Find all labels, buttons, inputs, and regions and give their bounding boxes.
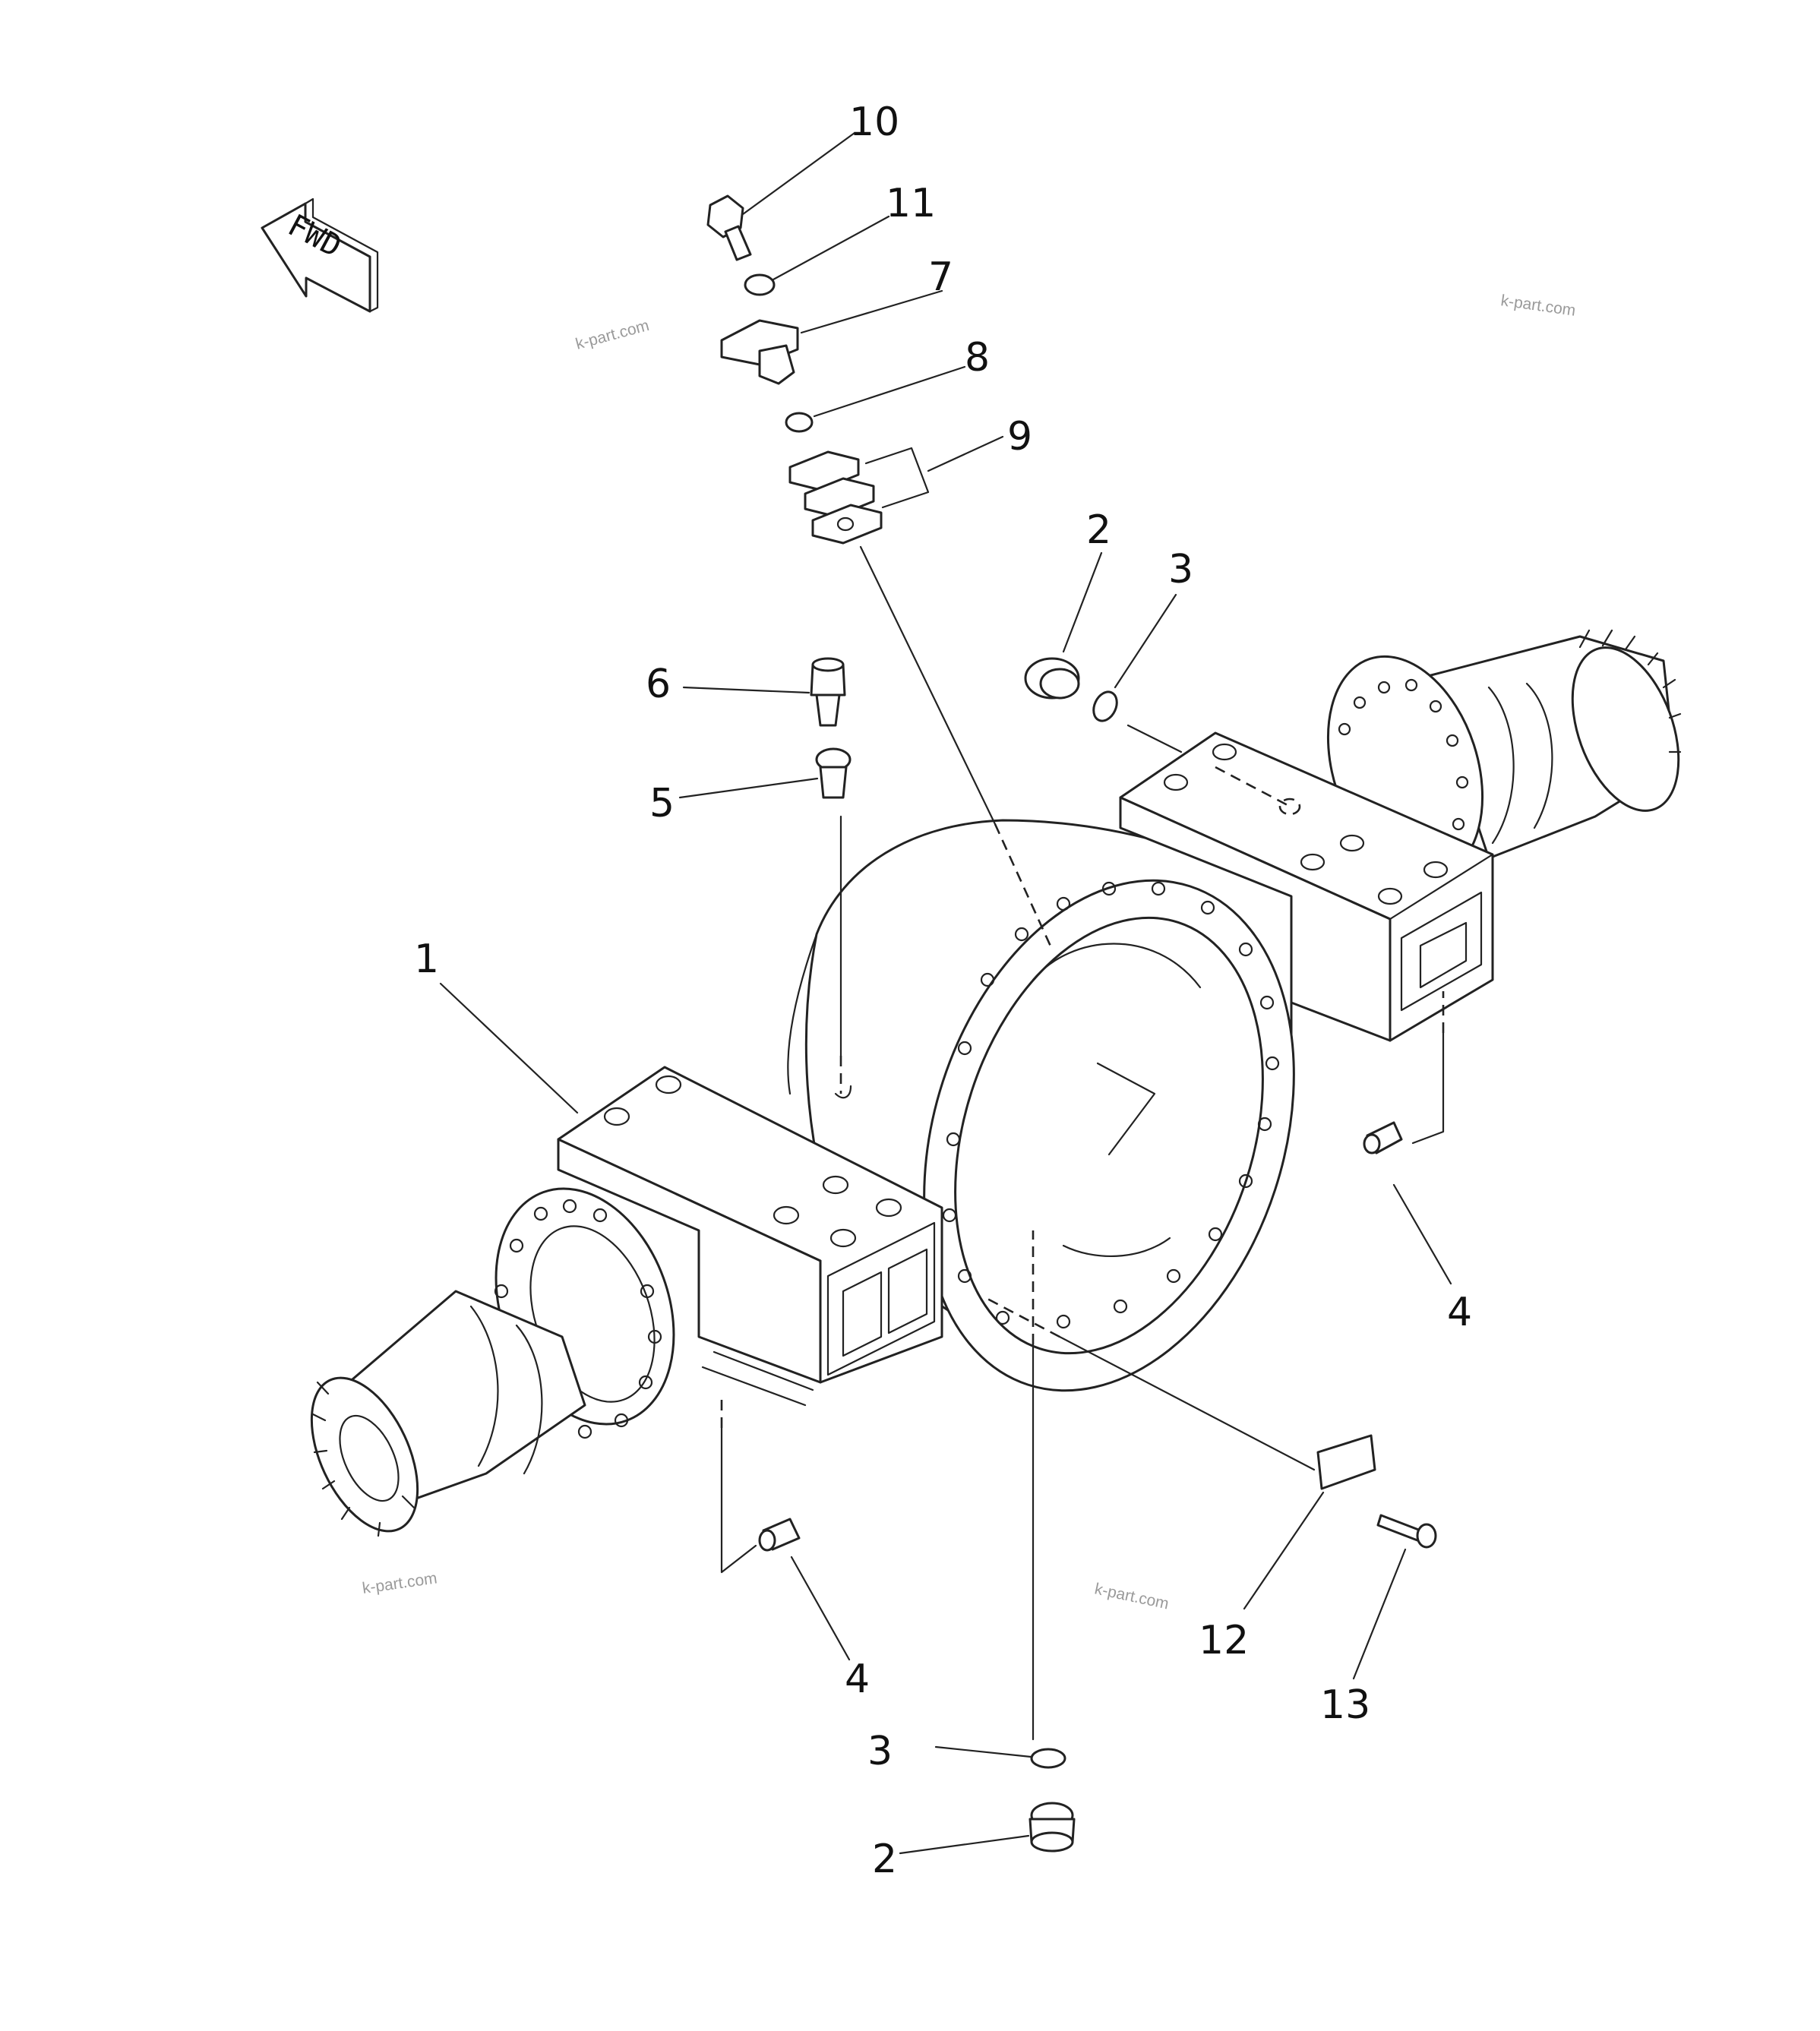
callout-3-top: 3: [1168, 547, 1193, 592]
watermark: k-part.com: [573, 317, 651, 353]
callout-13: 13: [1320, 1682, 1370, 1728]
callout-8: 8: [965, 335, 990, 381]
assembly-guide-lines: [720, 545, 1445, 1741]
callout-6: 6: [646, 662, 671, 707]
breather-elbow-part: [720, 319, 799, 385]
callout-7: 7: [928, 254, 953, 300]
washer-part: [744, 273, 776, 296]
plate-part: [1316, 1434, 1376, 1490]
rivet-part: [1376, 1514, 1437, 1549]
watermark: k-part.com: [361, 1569, 438, 1597]
callout-2-bottom: 2: [872, 1837, 897, 1882]
callout-1: 1: [414, 937, 439, 982]
plug-part: [1028, 1802, 1076, 1853]
callout-3-bottom: 3: [867, 1729, 893, 1774]
plug-part: [1024, 657, 1080, 700]
bolt-part: [706, 194, 752, 261]
shim-group-bracket: [864, 447, 930, 509]
callout-11: 11: [886, 181, 936, 226]
leader-lines: [439, 131, 1452, 1855]
o-ring-part: [1092, 690, 1118, 722]
o-ring-part: [785, 412, 814, 433]
callout-4-left: 4: [845, 1657, 870, 1702]
adapter-part: [815, 747, 852, 799]
callout-5: 5: [649, 781, 675, 826]
shim-set-part: [788, 450, 883, 545]
diff-flange-bolt-holes: [942, 881, 1280, 1329]
fwd-label: FWD: [282, 208, 346, 265]
callout-10: 10: [849, 99, 899, 145]
o-ring-part: [1030, 1748, 1066, 1769]
flange-bolt-holes: [494, 1199, 662, 1439]
spring-seat-holes: [1163, 743, 1449, 905]
callout-9: 9: [1007, 414, 1032, 460]
breather-part: [810, 657, 846, 727]
plug-part: [1363, 1121, 1403, 1154]
plug-part: [758, 1518, 801, 1552]
fwd-arrow-icon: FWD: [261, 197, 379, 313]
callout-4-right: 4: [1447, 1290, 1472, 1335]
axle-housing: [310, 629, 1682, 1537]
watermark: k-part.com: [1093, 1580, 1171, 1612]
flange-bolt-holes: [1338, 678, 1469, 831]
watermark: k-part.com: [1499, 292, 1576, 320]
callout-2-top: 2: [1086, 507, 1111, 553]
callouts: 10 11 7 8 9 2 3 6 5 1 4 4 12 13 3 2: [414, 99, 1472, 1882]
callout-12: 12: [1199, 1618, 1249, 1663]
spring-seat-holes: [603, 1075, 902, 1248]
